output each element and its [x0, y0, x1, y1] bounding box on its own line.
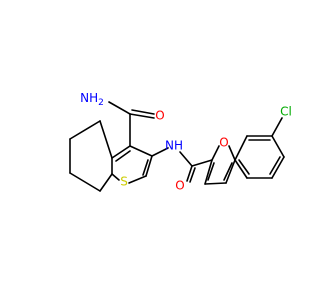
atom-label-nh2: NH2 — [80, 91, 104, 108]
thiophene-ring — [111, 145, 153, 184]
atom-label-furan-oxygen: O — [219, 136, 228, 150]
chlorophenyl-ring — [234, 117, 285, 179]
atom-label-sulfur: S — [120, 175, 128, 189]
atom-label-carbonyl-oxygen: O — [155, 109, 164, 123]
atom-label-chlorine: Cl — [280, 105, 292, 119]
furan-ring — [204, 145, 236, 185]
molecule-canvas: NH2 O S NH O O Cl — [69, 90, 292, 193]
atom-label-amide-nh: NH — [165, 139, 183, 153]
atom-label-amide-oxygen: O — [175, 179, 184, 193]
amide-linker — [151, 147, 213, 183]
carboxamide-group — [108, 101, 155, 147]
cyclohexane-ring — [69, 120, 113, 192]
molecule-structure: NH2 O S NH O O Cl — [69, 91, 292, 193]
